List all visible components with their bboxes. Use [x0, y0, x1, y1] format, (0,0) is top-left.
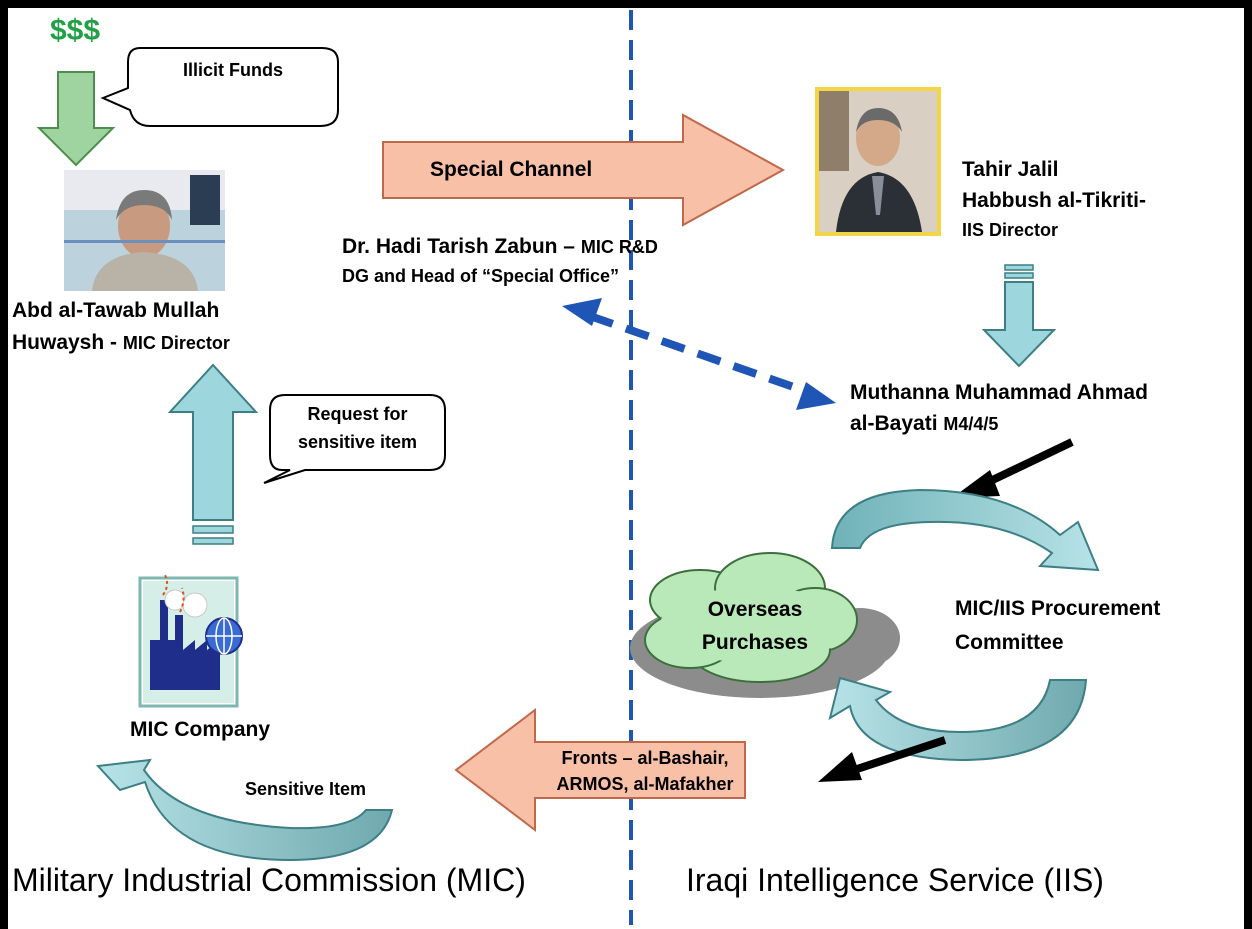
overseas-line1: Overseas: [707, 598, 803, 621]
zabun-name-line1: Dr. Hadi Tarish Zabun – MIC R&D: [342, 234, 658, 259]
committee-line2: Committee: [955, 631, 1064, 654]
black-arrow-top-head: [952, 470, 1000, 498]
habbush-name-line2: Habbush al-Tikriti-: [962, 189, 1146, 212]
bayati-name-part: al-Bayati: [850, 412, 944, 435]
special-channel-arrow: [382, 113, 786, 227]
top-border: [0, 0, 1252, 8]
cycle-arrow-top: [830, 488, 1100, 572]
committee-line1: MIC/IIS Procurement: [955, 597, 1161, 620]
bayati-code: M4/4/5: [943, 414, 999, 434]
mic-company-label: MIC Company: [130, 718, 271, 741]
request-arrow-stripe-2: [192, 525, 234, 534]
habbush-name-line1: Tahir Jalil: [962, 158, 1059, 181]
bayati-name-line1: Muthanna Muhammad Ahmad: [850, 381, 1148, 404]
liaison-dashed-line: [588, 312, 810, 396]
funds-arrow: [36, 71, 116, 167]
special-channel-label: Special Channel: [430, 158, 593, 181]
bayati-name-line2: al-Bayati M4/4/5: [850, 411, 998, 436]
huwaysh-name-line1: Abd al-Tawab Mullah: [12, 299, 220, 322]
overseas-cloud-fill: [660, 587, 850, 663]
sensitive-item-label: Sensitive Item: [245, 779, 367, 799]
zabun-name-part: Dr. Hadi Tarish Zabun –: [342, 235, 581, 258]
left-border: [0, 0, 8, 929]
cycle-arrow-bottom: [828, 676, 1088, 762]
overseas-line2: Purchases: [701, 631, 809, 654]
liaison-arrowhead-right: [796, 382, 836, 410]
money-label: $$$: [50, 14, 101, 47]
request-label-line2: sensitive item: [297, 432, 418, 452]
zabun-title-part: MIC R&D: [580, 237, 658, 257]
tasking-arrow-stripe-2: [1004, 272, 1034, 279]
illicit-funds-label: Illicit Funds: [182, 60, 283, 80]
black-arrow-bottom-head: [818, 752, 862, 782]
request-arrow: [167, 363, 259, 521]
fronts-line2: ARMOS, al-Mafakher: [556, 774, 734, 794]
sensitive-item-arrow: [95, 758, 394, 862]
liaison-arrowhead-left: [562, 298, 602, 326]
black-arrow-bottom-line: [846, 736, 947, 776]
footer-iis-title: Iraqi Intelligence Service (IIS): [686, 862, 1104, 898]
illicit-funds-callout: [100, 47, 339, 127]
fronts-arrow: [454, 707, 746, 833]
tasking-arrow: [981, 281, 1057, 368]
tasking-arrow-stripe-1: [1004, 264, 1034, 271]
huwaysh-name-part: Huwaysh -: [12, 331, 123, 354]
black-arrow-top-line: [978, 438, 1074, 490]
huwaysh-photo: [64, 170, 225, 291]
request-callout: [263, 394, 446, 484]
fronts-line1: Fronts – al-Bashair,: [561, 748, 729, 768]
right-border: [1244, 0, 1252, 929]
zabun-name-line2: DG and Head of “Special Office”: [342, 266, 620, 286]
factory-icon: [138, 574, 243, 708]
footer-mic-title: Military Industrial Commission (MIC): [12, 862, 526, 898]
huwaysh-name-line2: Huwaysh - MIC Director: [12, 330, 230, 355]
habbush-photo: [815, 87, 941, 236]
huwaysh-title: MIC Director: [122, 333, 230, 353]
habbush-name-line3: IIS Director: [962, 220, 1059, 240]
request-label-line1: Request for: [307, 404, 408, 424]
request-arrow-stripe-1: [192, 537, 234, 545]
